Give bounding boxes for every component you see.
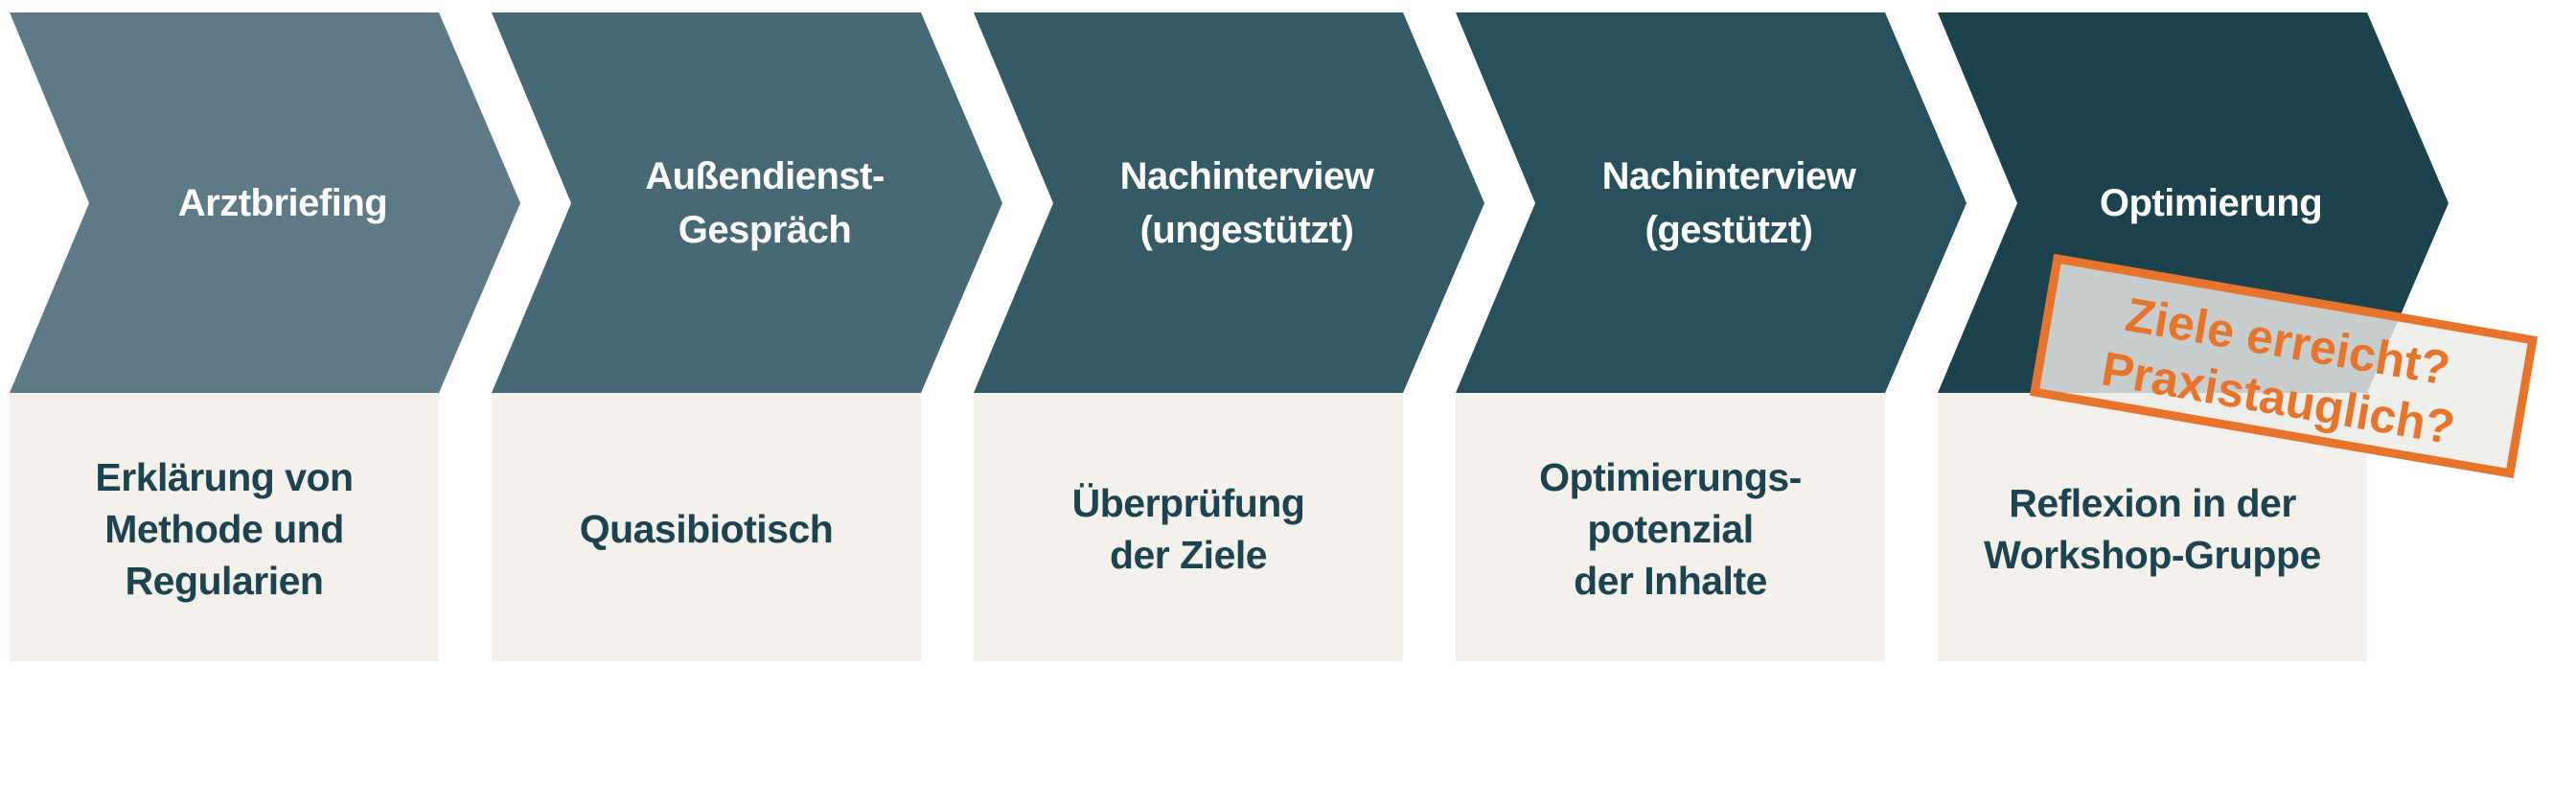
step-title-line: Optimierung (2099, 182, 2323, 224)
step-title: Außendienst- Gespräch (492, 150, 1038, 257)
description-box-2 (492, 393, 921, 661)
process-step: Nachinterview (ungestützt) Überprüfung der … (974, 0, 1496, 805)
chevron-step-1 (10, 12, 520, 393)
step-description-line: Regularien (125, 559, 324, 603)
step-title: Nachinterview (gestützt) (1456, 150, 2002, 257)
step-title-line: Außendienst- (645, 155, 885, 197)
step-title-line: Nachinterview (1119, 155, 1374, 197)
step-description: Quasibiotisch (492, 503, 921, 555)
step-title: Arztbriefing (10, 176, 556, 230)
step-description-line: Quasibiotisch (579, 507, 834, 551)
step-title-line: (ungestützt) (1139, 209, 1354, 251)
description-box-1 (10, 393, 439, 661)
step-title: Nachinterview (ungestützt) (974, 150, 1520, 257)
step-description-line: der Ziele (1109, 533, 1268, 577)
process-step: Nachinterview (gestützt) Optimierungs-pote… (1456, 0, 1978, 805)
step-description-line: potenzial (1587, 507, 1754, 551)
step-title: Optimierung (1938, 176, 2484, 230)
step-title-line: Gespräch (678, 209, 852, 251)
step-description-line: Workshop-Gruppe (1984, 533, 2321, 577)
chevron-step-3 (974, 12, 1484, 393)
step-title-line: Arztbriefing (177, 182, 388, 224)
chevron-step-4 (1456, 12, 1966, 393)
description-box-4 (1456, 393, 1885, 661)
step-title-line: Nachinterview (1601, 155, 1856, 197)
step-description-line: Reflexion in der (2009, 481, 2296, 525)
step-title-line: (gestützt) (1644, 209, 1813, 251)
step-description-line: Methode und (104, 507, 344, 551)
step-description: Optimierungs-potenzial der Inhalte (1456, 451, 1885, 607)
chevron-step-2 (492, 12, 1002, 393)
description-box-3 (974, 393, 1403, 661)
step-description-line: Optimierungs- (1539, 455, 1802, 499)
step-description-line: Überprüfung (1071, 481, 1305, 525)
step-description-line: der Inhalte (1574, 559, 1767, 603)
step-description-line: Erklärung von (95, 455, 354, 499)
step-description: Überprüfung der Ziele (974, 477, 1403, 581)
